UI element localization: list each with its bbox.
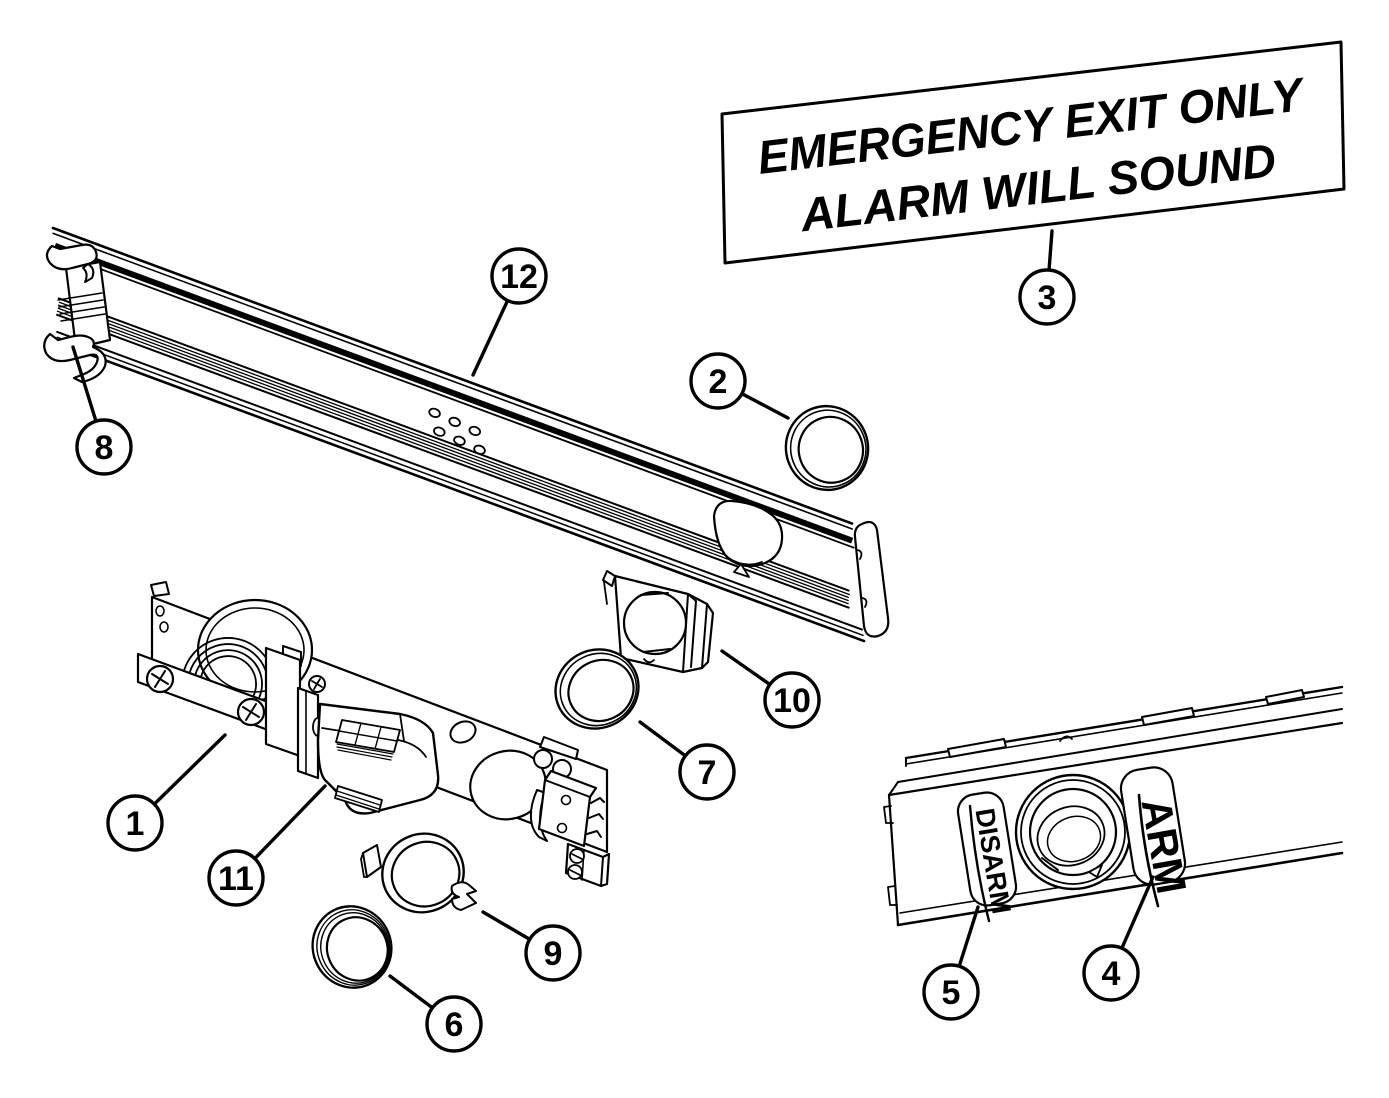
callout-9: 9	[481, 910, 582, 982]
svg-text:7: 7	[698, 754, 717, 792]
svg-text:6: 6	[445, 1006, 464, 1044]
alarm-lens	[1014, 773, 1132, 891]
terminal-block	[564, 842, 611, 888]
svg-text:3: 3	[1038, 279, 1057, 317]
ring-clip-hook	[450, 881, 477, 911]
panel-tab	[947, 738, 1007, 758]
callout-12: 12	[471, 247, 548, 377]
callout-5: 5	[922, 905, 980, 1021]
bar-hole	[433, 426, 446, 437]
svg-text:2: 2	[709, 363, 728, 401]
callout-4: 4	[1082, 875, 1155, 1002]
screw	[145, 664, 175, 694]
plate-hole-large	[469, 749, 547, 821]
bracket-hole	[622, 590, 688, 656]
arm-underline	[1137, 793, 1160, 908]
bar-end-profile	[853, 520, 890, 638]
bar-hole	[453, 435, 466, 446]
svg-text:10: 10	[773, 682, 811, 720]
cover-panel: DISARM ARM	[883, 685, 1344, 927]
bezel-ring-2	[784, 404, 870, 492]
arm-label: ARM	[1119, 766, 1195, 908]
callout-8: 8	[71, 345, 133, 476]
micro-switch	[529, 769, 605, 848]
bar-hole	[448, 416, 461, 428]
push-bar	[51, 226, 866, 643]
callout-11: 11	[207, 784, 327, 907]
panel-tab	[1265, 689, 1305, 705]
battery-box	[316, 702, 440, 815]
svg-text:12: 12	[500, 258, 538, 296]
svg-text:4: 4	[1102, 955, 1121, 993]
alarm-mechanism-assembly	[136, 581, 611, 888]
svg-text:5: 5	[942, 974, 961, 1012]
bar-hole	[468, 425, 482, 437]
bar-rubber-strip	[53, 242, 854, 544]
svg-text:1: 1	[126, 805, 145, 843]
mounting-bracket	[602, 570, 715, 674]
callout-3: 3	[1018, 229, 1076, 326]
bar-cylinder-cutout	[712, 499, 784, 578]
callout-6: 6	[388, 974, 483, 1053]
disarm-label: DISARM	[956, 791, 1018, 923]
svg-text:11: 11	[218, 860, 254, 898]
lens-ring-6	[311, 905, 393, 989]
callouts: 1 2 3 4 5 6 7	[71, 229, 1155, 1053]
retaining-ring-clip	[360, 832, 477, 914]
warning-sign-plate	[720, 40, 1346, 265]
disarm-underline	[968, 804, 991, 923]
svg-text:8: 8	[95, 429, 114, 467]
svg-text:9: 9	[544, 935, 563, 973]
callout-7: 7	[638, 720, 736, 801]
bar-hole	[428, 407, 441, 418]
callout-2: 2	[689, 352, 790, 420]
screw	[236, 697, 266, 727]
panel-tab	[1141, 707, 1195, 726]
warning-sign: EMERGENCY EXIT ONLY ALARM WILL SOUND	[720, 40, 1346, 265]
plate-hole-small	[449, 720, 477, 744]
plate-hole	[533, 749, 553, 769]
callout-1: 1	[106, 733, 227, 852]
lens-ring-7	[554, 648, 640, 730]
callout-10: 10	[720, 649, 821, 729]
